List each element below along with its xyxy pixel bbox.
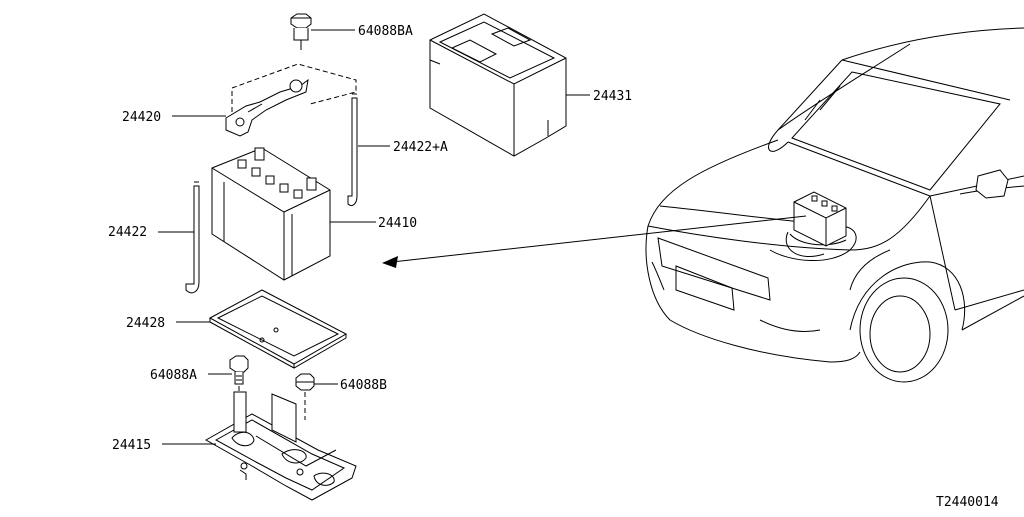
label-64088ba: 64088BA [358,24,413,39]
label-24431: 24431 [593,89,632,104]
label-24420: 24420 [122,110,161,125]
label-24422a: 24422+A [393,140,448,155]
label-24410: 24410 [378,216,417,231]
tray-plate-24428-drawing [176,289,348,369]
clamp-24420-drawing [172,63,357,137]
rod-24422-drawing [158,181,200,294]
figure-code: T2440014 [936,495,999,510]
cover-24431-drawing [429,13,590,157]
bracket-24415-drawing [162,391,357,501]
rod-24422a-drawing [347,93,390,207]
car-front-drawing [382,27,1024,383]
bolt-64088ba-drawing [290,13,355,50]
label-64088a: 64088A [150,368,197,383]
battery-24410-drawing [211,147,376,281]
bolt-64088a-drawing [208,355,249,414]
label-24422: 24422 [108,225,147,240]
label-24415: 24415 [112,438,151,453]
label-64088b: 64088B [340,378,387,393]
nut-64088b-drawing [295,373,338,420]
label-24428: 24428 [126,316,165,331]
